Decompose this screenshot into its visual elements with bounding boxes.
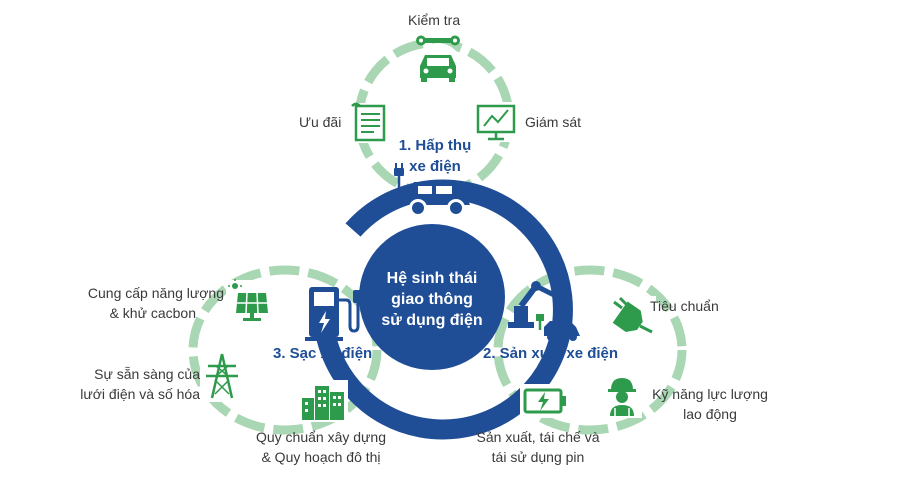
center-disk [359, 224, 505, 370]
power-tower-icon [200, 350, 244, 402]
plug-icon [610, 296, 656, 336]
label-grid-readiness: Sự sẵn sàng của lưới điện và số hóa [40, 364, 200, 404]
worker-icon [602, 374, 642, 418]
label-energy-supply-line-1: Cung cấp năng lượng [87, 285, 224, 301]
monitor-icon [474, 102, 518, 142]
label-grid-readiness-line-2: lưới điện và số hóa [80, 386, 200, 402]
label-urban-planning-line-2: & Quy hoạch đô thị [261, 449, 381, 465]
label-battery-lifecycle-line-1: Sản xuất, tái chế và [476, 429, 600, 445]
hub-label-adoption-line-1: 1. Hấp thụ [398, 137, 472, 154]
label-energy-supply: Cung cấp năng lượng & khử cacbon [60, 283, 224, 323]
label-incentives: Ưu đãi [299, 114, 342, 130]
label-urban-planning: Quy chuẩn xây dựng & Quy hoạch đô thị [240, 427, 402, 467]
label-battery-lifecycle-line-2: tái sử dụng pin [491, 449, 585, 465]
center-title-line-3: sử dụng điện [381, 312, 483, 329]
hub-label-charging: 3. Sạc xe điện [273, 345, 373, 362]
label-workforce-skills: Kỹ năng lực lượng lao động [640, 384, 780, 424]
label-urban-planning-line-1: Quy chuẩn xây dựng [255, 429, 386, 445]
label-monitoring: Giám sát [525, 114, 582, 130]
label-battery-lifecycle: Sản xuất, tái chế và tái sử dụng pin [458, 427, 618, 467]
label-energy-supply-line-2: & khử cacbon [109, 305, 196, 321]
buildings-icon [296, 380, 348, 422]
center-title: Hệ sinh thái giao thông sử dụng điện [362, 268, 502, 331]
label-standards: Tiêu chuẩn [650, 298, 719, 314]
label-grid-readiness-line-1: Sự sẵn sàng của [94, 366, 200, 382]
wrench-icon [416, 35, 460, 46]
ev-car-plug-icon [394, 163, 470, 217]
center-title-line-1: Hệ sinh thái [386, 270, 478, 287]
label-workforce-skills-line-2: lao động [683, 406, 737, 422]
car-icon [414, 43, 462, 91]
production-cycle-ring [493, 265, 687, 435]
hub-label-adoption-line-2: xe điện [409, 158, 461, 175]
hub-label-production: 2. Sản xuất xe điện [483, 345, 619, 362]
robot-arm-icon [508, 281, 580, 341]
battery-icon [520, 384, 570, 418]
charging-station-icon [305, 287, 363, 341]
hub-label-adoption: 1. Hấp thụ xe điện [394, 135, 476, 177]
center-title-line-2: giao thông [391, 291, 473, 308]
solar-panel-icon [226, 279, 276, 322]
label-workforce-skills-line-1: Kỹ năng lực lượng [652, 386, 768, 402]
label-inspection: Kiểm tra [408, 12, 461, 28]
document-icon [346, 102, 386, 143]
charging-cycle-ring [188, 265, 382, 435]
